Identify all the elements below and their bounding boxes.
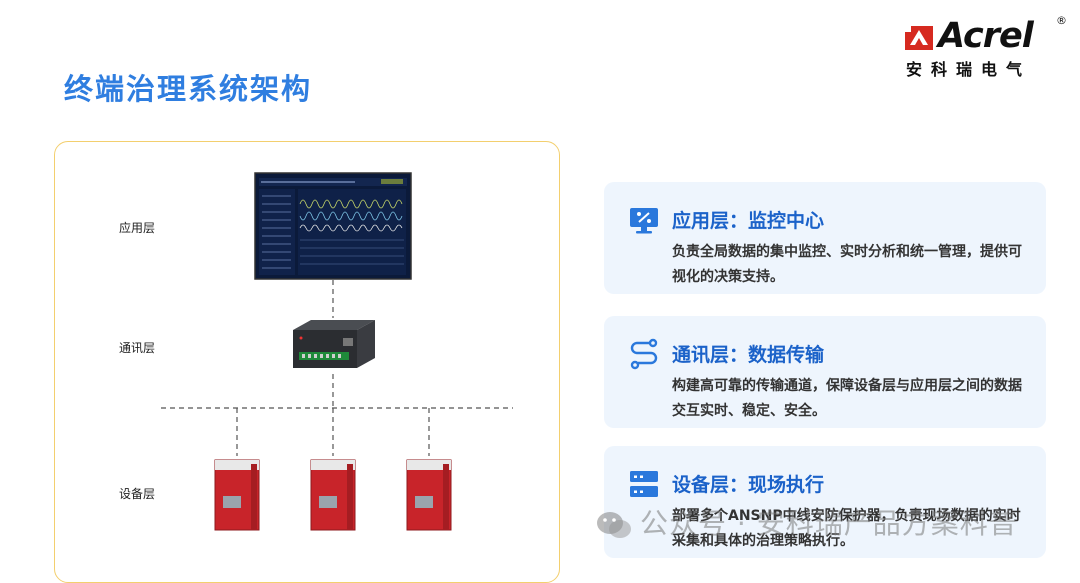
gateway-device xyxy=(293,320,375,368)
architecture-diagram-svg xyxy=(161,172,513,531)
card-description: 构建高可靠的传输通道，保障设备层与应用层之间的数据交互实时、稳定、安全。 xyxy=(672,378,1022,419)
card-application-layer: 应用层：监控中心 负责全局数据的集中监控、实时分析和统一管理，提供可视化的决策支… xyxy=(604,182,1046,294)
wechat-icon xyxy=(597,512,631,538)
monitor-icon xyxy=(630,208,658,234)
connector-lines xyxy=(161,280,513,456)
card-communication-layer: 通讯层：数据传输 构建高可靠的传输通道，保障设备层与应用层之间的数据交互实时、稳… xyxy=(604,316,1046,428)
route-icon xyxy=(630,338,658,370)
acrel-logo: Acrel ® 安科瑞电气 xyxy=(904,14,1074,80)
logo-registered-mark: ® xyxy=(1056,14,1067,27)
logo-subtitle: 安科瑞电气 xyxy=(906,60,1032,79)
card-device-layer: 设备层：现场执行 部署多个ANSNP中线安防保护器，负责现场数据的实时采集和具体… xyxy=(604,446,1046,558)
card-title: 通讯层：数据传输 xyxy=(672,344,825,366)
card-title: 设备层：现场执行 xyxy=(672,474,825,496)
logo-wordmark: Acrel xyxy=(938,16,1034,56)
layer-label-device: 设备层 xyxy=(119,487,156,501)
card-title: 应用层：监控中心 xyxy=(672,210,825,232)
layer-label-communication: 通讯层 xyxy=(119,341,156,355)
watermark-text: 公众号 · 安科瑞产品方案科普 xyxy=(640,507,1018,540)
wechat-watermark: 公众号 · 安科瑞产品方案科普 xyxy=(596,502,1018,542)
server-icon xyxy=(630,471,658,497)
protector-device-1 xyxy=(214,459,260,531)
architecture-diagram: 应用层 通讯层 设备层 xyxy=(54,141,560,583)
page-title: 终端治理系统架构 xyxy=(64,72,313,106)
card-description: 部署多个ANSNP中线安防保护器，负责现场数据的实时采集和具体的治理策略执行。 xyxy=(672,508,1021,549)
acrel-logo-mark-icon xyxy=(905,26,933,50)
card-description: 负责全局数据的集中监控、实时分析和统一管理，提供可视化的决策支持。 xyxy=(672,244,1022,285)
layer-label-application: 应用层 xyxy=(119,221,156,235)
monitoring-screen xyxy=(254,172,412,280)
protector-device-2 xyxy=(310,459,356,531)
protector-device-3 xyxy=(406,459,452,531)
